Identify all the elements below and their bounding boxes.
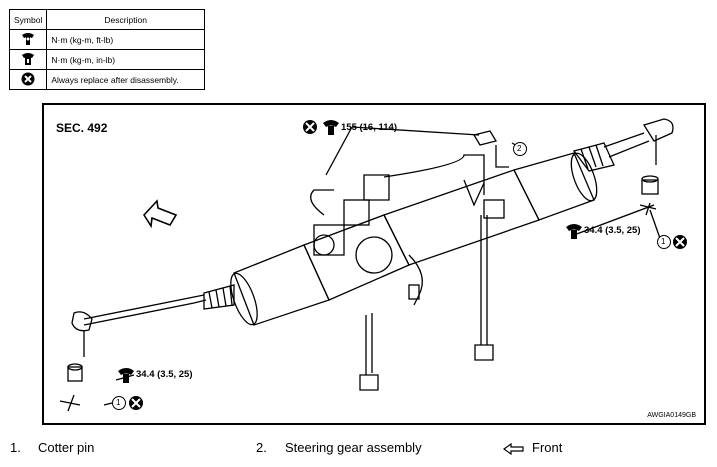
torque-value-right: 34.4 (3.5, 25)	[584, 225, 641, 236]
legend-row: N·m (kg-m, ft-lb)	[8, 29, 205, 50]
legend-row: N·m (kg-m, in-lb)	[8, 49, 205, 70]
torque-wrench-icon	[566, 224, 582, 239]
front-arrow-icon	[142, 199, 178, 229]
footer-front-label: Front	[532, 440, 563, 455]
bolt-left	[365, 313, 373, 375]
legend-desc-replace: Always replace after disassembly.	[46, 69, 205, 90]
legend-desc-ft-lb: N·m (kg-m, ft-lb)	[46, 29, 205, 50]
legend-desc-in-lb: N·m (kg-m, in-lb)	[46, 49, 205, 70]
right-boot	[572, 142, 615, 172]
right-body	[383, 169, 540, 266]
torque-wrench-icon	[323, 120, 339, 135]
section-label: SEC. 492	[56, 121, 108, 135]
callout-2: 2	[517, 144, 522, 153]
callout-circle	[112, 396, 126, 410]
diagram-frame: SEC. 492 155 (16, 114) 34.4 (3.5, 25) 34…	[42, 103, 706, 425]
steering-gear-drawing	[59, 118, 687, 412]
torque-value-top: 155 (16, 114)	[341, 122, 397, 133]
footer-item-2-label: Steering gear assembly	[285, 440, 422, 455]
torque-wrench-icon	[118, 368, 134, 383]
footer-item-2-number: 2.	[256, 440, 267, 455]
torque-value-left: 34.4 (3.5, 25)	[136, 369, 193, 380]
always-replace-icon	[673, 235, 687, 249]
torque-wrench-small-icon	[22, 52, 35, 65]
always-replace-icon	[21, 72, 35, 85]
nut-top	[472, 130, 498, 146]
front-arrow-icon	[503, 443, 524, 455]
drawing-code: AWGIA0149GB	[647, 412, 696, 419]
legend-row: Always replace after disassembly.	[8, 69, 205, 90]
bolt-right	[480, 215, 488, 345]
torque-wrench-icon	[22, 32, 35, 45]
right-tie-rod	[603, 132, 650, 158]
footer-item-1-number: 1.	[10, 440, 21, 455]
footer-item-1-label: Cotter pin	[38, 440, 95, 455]
right-cylinder	[513, 152, 595, 221]
symbol-legend-table: Symbol Description N·m (kg-m, ft-lb) N·m…	[8, 9, 205, 90]
legend-header-symbol: Symbol	[8, 9, 48, 30]
callout-circle	[513, 142, 527, 156]
legend-header-description: Description	[46, 9, 205, 30]
left-tie-rod	[83, 294, 205, 320]
left-boot	[203, 284, 235, 310]
callout-circle	[657, 235, 671, 249]
callout-1-left: 1	[116, 398, 121, 407]
always-replace-icon	[303, 120, 317, 134]
callout-1-right: 1	[661, 237, 666, 246]
always-replace-icon	[129, 396, 143, 410]
